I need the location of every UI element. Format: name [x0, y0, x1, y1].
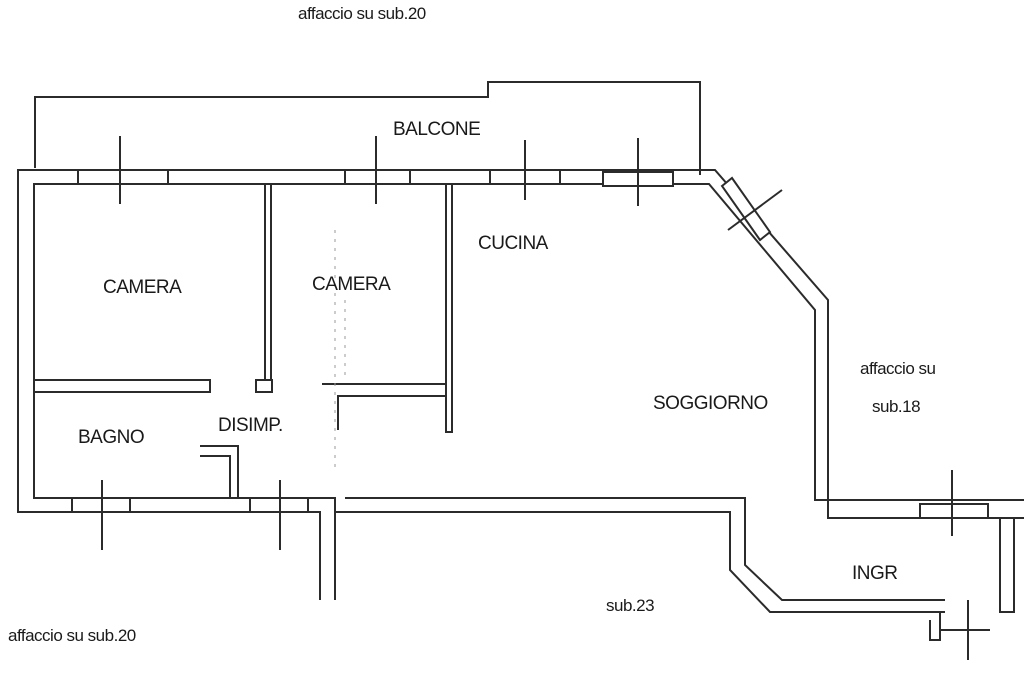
room-label-disimpegno: DISIMP. — [218, 415, 283, 436]
room-label-ingresso: INGR — [852, 563, 898, 584]
right-note-line1: affaccio su — [860, 359, 936, 378]
room-label-cucina: CUCINA — [478, 233, 548, 254]
window-ingresso — [919, 503, 989, 519]
room-label-balcone: BALCONE — [393, 119, 481, 140]
top-note: affaccio su sub.20 — [298, 4, 426, 23]
wall-ingresso-bottom — [929, 612, 941, 641]
wall-bagno-disimp — [200, 445, 239, 499]
wall-camera2-kitchen — [445, 183, 453, 433]
unit-label-sub23: sub.23 — [606, 596, 655, 615]
lower-wall-outer — [335, 511, 945, 613]
wall-ingresso-right — [999, 518, 1015, 613]
hatch-marks — [334, 230, 346, 470]
wall-disimp-camera2 — [322, 383, 447, 430]
right-note-line2: sub.18 — [872, 397, 921, 416]
wall-stub-camera — [255, 379, 273, 393]
room-label-soggiorno: SOGGIORNO — [653, 393, 768, 414]
window-camera-right — [344, 169, 411, 185]
lower-wall-inner — [345, 497, 945, 601]
wall-camera-divider — [264, 183, 272, 381]
room-label-bagno: BAGNO — [78, 427, 145, 448]
room-label-camera-left: CAMERA — [103, 277, 182, 298]
window-marks — [101, 136, 990, 660]
window-camera-left — [77, 169, 169, 185]
bottom-left-note: affaccio su sub.20 — [8, 626, 136, 645]
balcony-outline — [34, 81, 701, 175]
room-label-camera-right: CAMERA — [312, 274, 391, 295]
window-diagonal — [720, 176, 772, 242]
wall-camera-bagno — [34, 379, 211, 393]
